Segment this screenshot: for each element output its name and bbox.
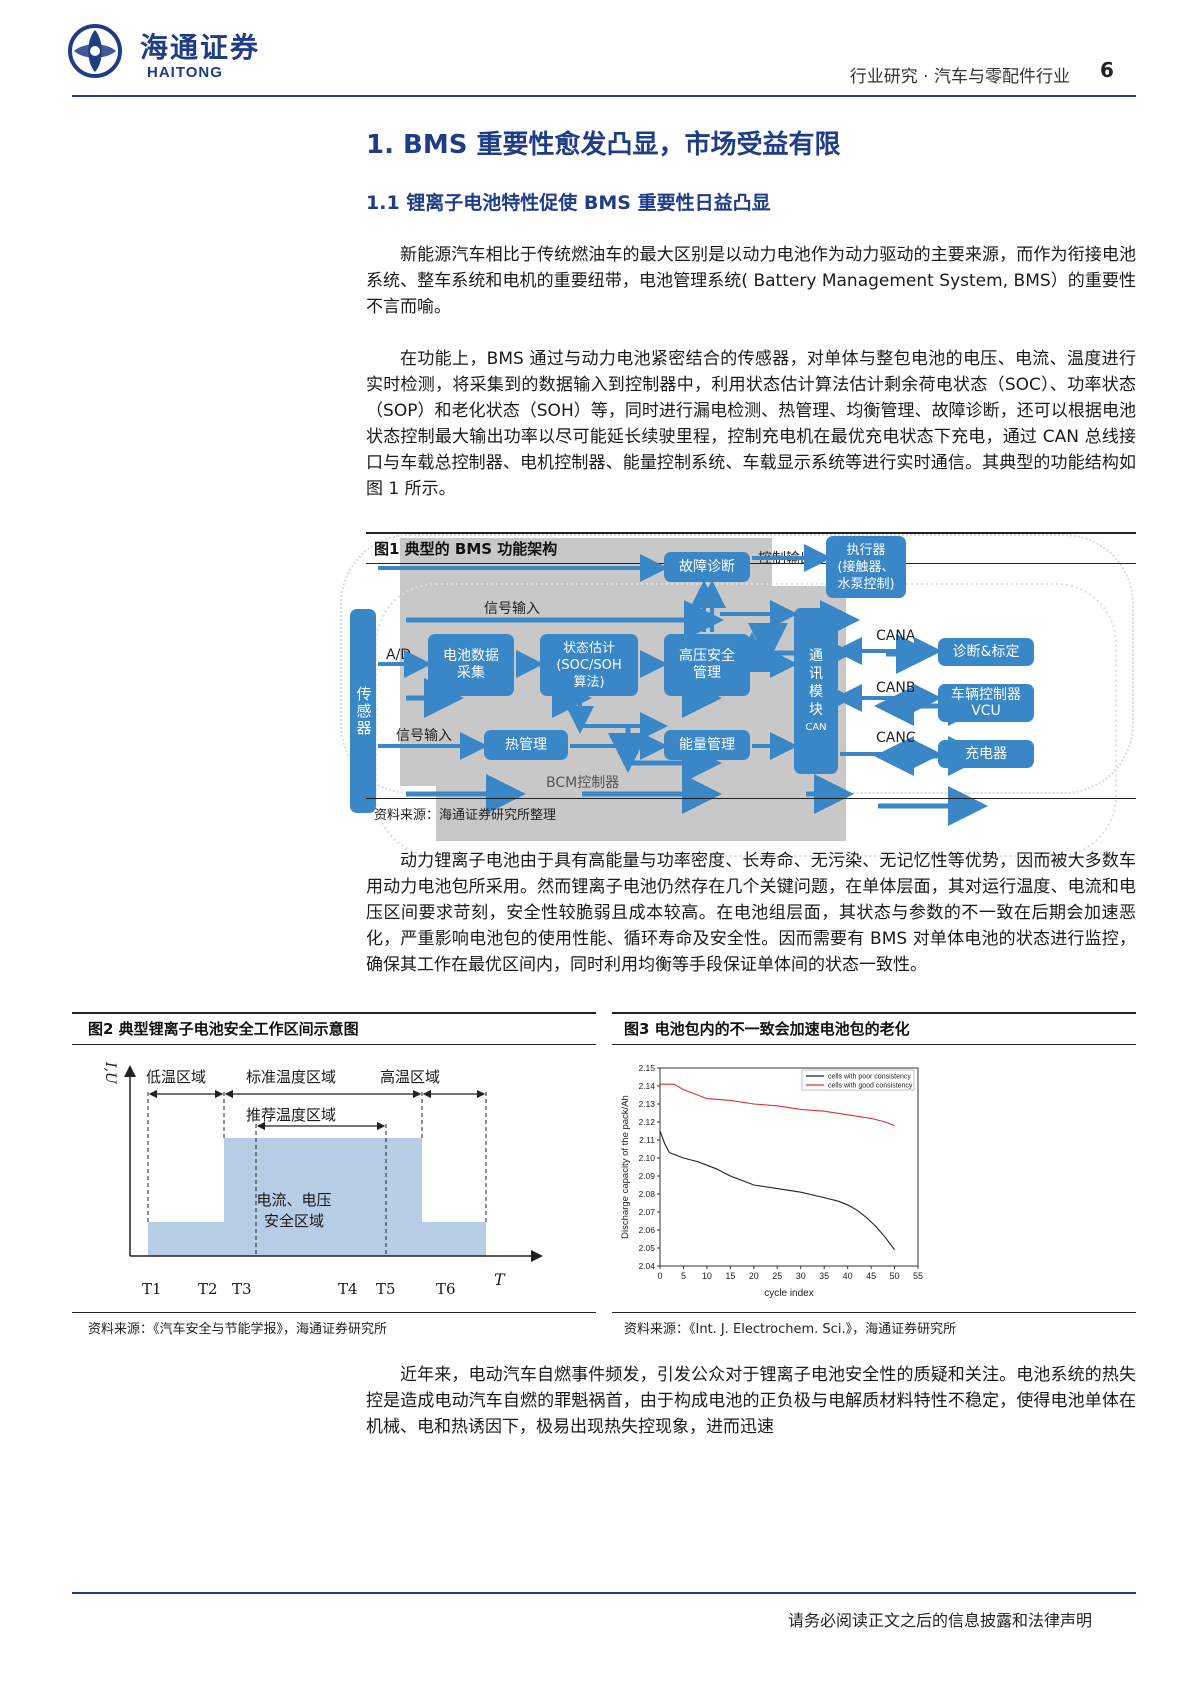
page-number: 6 bbox=[1100, 58, 1114, 82]
hv-safety-box: 高压安全 管理 bbox=[664, 634, 750, 696]
subsection-heading: 1.1 锂离子电池特性促使 BMS 重要性日益凸显 bbox=[366, 192, 771, 214]
safe-zone-label: 电流、电压 安全区域 bbox=[256, 1191, 332, 1230]
actuator-box: 执行器 (接触器、 水泵控制) bbox=[826, 536, 906, 598]
legend-box bbox=[801, 1069, 915, 1091]
x-tick-label: 0 bbox=[657, 1271, 662, 1281]
y-tick-label: 2.04 bbox=[638, 1261, 655, 1271]
y-tick-label: 2.06 bbox=[638, 1225, 655, 1235]
fig2-top-rule bbox=[72, 1012, 596, 1014]
fig1-top-rule bbox=[366, 532, 1136, 534]
recommended-temp-label: 推荐温度区域 bbox=[246, 1106, 337, 1124]
sensor-box: 传感器 bbox=[350, 609, 376, 813]
tick-t6: T6 bbox=[436, 1280, 456, 1298]
y-tick-label: 2.08 bbox=[638, 1189, 655, 1199]
comm-module-label: 通 讯 模 块 bbox=[809, 647, 823, 718]
paragraph-4: 近年来，电动汽车自燃事件频发，引发公众对于锂离子电池安全性的质疑和关注。电池系统… bbox=[366, 1365, 1136, 1437]
canb-label: CANB bbox=[876, 680, 916, 696]
vcu-box: 车辆控制器 VCU bbox=[938, 684, 1034, 722]
x-tick-label: 5 bbox=[681, 1271, 686, 1281]
y-tick-label: 2.05 bbox=[638, 1243, 655, 1253]
header-rule bbox=[72, 95, 1136, 97]
legend-label-1: cells with good consistency bbox=[828, 1083, 913, 1090]
y-axis-label: Discharge capacity of the pack/Ah bbox=[620, 1095, 631, 1239]
fig1-source: 资料来源：海通证券研究所整理 bbox=[374, 808, 557, 823]
tick-t3: T3 bbox=[232, 1280, 252, 1298]
x-tick-label: 40 bbox=[843, 1271, 853, 1281]
battery-data-collection-box: 电池数据 采集 bbox=[428, 634, 514, 696]
x-tick-label: 55 bbox=[913, 1271, 923, 1281]
paragraph-1: 新能源汽车相比于传统燃油车的最大区别是以动力电池作为动力驱动的主要来源，而作为衔… bbox=[366, 245, 1136, 317]
footer-rule bbox=[72, 1592, 1136, 1594]
y-tick-label: 2.09 bbox=[638, 1171, 655, 1181]
x-tick-label: 45 bbox=[866, 1271, 876, 1281]
y-tick-label: 2.13 bbox=[638, 1099, 655, 1109]
y-tick-label: 2.10 bbox=[638, 1153, 655, 1163]
state-estimation-box: 状态估计 (SOC/SOH 算法) bbox=[540, 634, 638, 696]
x-tick-label: 25 bbox=[772, 1271, 782, 1281]
high-temp-label: 高温区域 bbox=[380, 1068, 441, 1086]
fig2-source: 资料来源：《汽车安全与节能学报》，海通证券研究所 bbox=[88, 1322, 388, 1337]
fig2-caption: 图2 典型锂离子电池安全工作区间示意图 bbox=[88, 1020, 359, 1038]
tick-t2: T2 bbox=[198, 1280, 218, 1298]
bcm-label: BCM控制器 bbox=[546, 775, 620, 791]
fig3-bottom-rule bbox=[612, 1312, 1136, 1313]
cana-label: CANA bbox=[876, 628, 916, 644]
fig2-bottom-rule bbox=[72, 1312, 596, 1313]
fig3-top-rule bbox=[612, 1012, 1136, 1014]
fig1-caption: 图1 典型的 BMS 功能架构 bbox=[374, 540, 558, 558]
header-section: 行业研究 · 汽车与零配件行业 bbox=[849, 67, 1070, 87]
y-tick-label: 2.14 bbox=[638, 1081, 655, 1091]
fig2-x-label: T bbox=[494, 1270, 505, 1289]
fig2-caption-rule bbox=[72, 1044, 596, 1045]
fig3-source: 资料来源：《Int. J. Electrochem. Sci.》，海通证券研究所 bbox=[624, 1322, 957, 1337]
x-tick-label: 10 bbox=[702, 1271, 712, 1281]
bms-diagram-connectors bbox=[378, 544, 942, 768]
paragraph-3: 动力锂离子电池由于具有高能量与功率密度、长寿命、无污染、无记忆性等优势，因而被大… bbox=[366, 851, 1136, 975]
fig1-caption-rule bbox=[366, 563, 1136, 564]
canc-label: CANC bbox=[876, 730, 916, 746]
x-tick-label: 35 bbox=[819, 1271, 829, 1281]
y-tick-label: 2.11 bbox=[639, 1135, 655, 1145]
signal-input-bottom-label: 信号输入 bbox=[396, 728, 452, 744]
comm-module-box: 通 讯 模 块 CAN bbox=[794, 608, 838, 774]
fig3-caption: 图3 电池包内的不一致会加速电池包的老化 bbox=[624, 1020, 910, 1038]
footer-disclaimer: 请务必阅读正文之后的信息披露和法律声明 bbox=[787, 1611, 1092, 1630]
legend-label-0: cells with poor consistency bbox=[828, 1074, 911, 1081]
y-tick-label: 2.12 bbox=[638, 1117, 655, 1127]
comm-can-label: CAN bbox=[805, 721, 827, 733]
fig3-caption-rule bbox=[612, 1044, 1136, 1045]
x-tick-label: 20 bbox=[749, 1271, 759, 1281]
fig2-y-label: I,U bbox=[102, 1062, 118, 1084]
capacity-fade-chart: 0 5 10 15 20 25 30 35 40 45 50 55 2.04 2.05 2.06 2.07 2.… bbox=[620, 1063, 923, 1299]
y-tick-label: 2.15 bbox=[638, 1063, 655, 1073]
series-line-1 bbox=[660, 1083, 895, 1127]
haitong-logo-icon bbox=[68, 24, 122, 78]
logo-text-en: HAITONG bbox=[147, 64, 223, 81]
std-temp-label: 标准温度区域 bbox=[246, 1068, 337, 1086]
tick-t5: T5 bbox=[376, 1280, 396, 1298]
tick-t4: T4 bbox=[338, 1280, 358, 1298]
charger-box: 充电器 bbox=[938, 740, 1034, 768]
thermal-management-box: 热管理 bbox=[484, 730, 568, 760]
y-tick-label: 2.07 bbox=[638, 1207, 655, 1217]
x-tick-label: 50 bbox=[890, 1271, 900, 1281]
low-temp-label: 低温区域 bbox=[146, 1068, 207, 1086]
x-axis-label: cycle index bbox=[764, 1288, 813, 1299]
x-tick-label: 15 bbox=[725, 1271, 735, 1281]
paragraph-2: 在功能上，BMS 通过与动力电池紧密结合的传感器，对单体与整包电池的电压、电流、… bbox=[366, 349, 1136, 499]
logo-text-cn: 海通证券 bbox=[140, 31, 261, 64]
section-heading: 1. BMS 重要性愈发凸显，市场受益有限 bbox=[366, 130, 841, 160]
x-tick-label: 30 bbox=[796, 1271, 806, 1281]
signal-input-top-label: 信号输入 bbox=[484, 601, 540, 617]
energy-management-box: 能量管理 bbox=[664, 730, 750, 760]
fig1-bottom-rule bbox=[366, 798, 1136, 799]
tick-t1: T1 bbox=[142, 1280, 162, 1298]
safe-operating-zone-chart bbox=[124, 1065, 543, 1262]
series-line-0 bbox=[659, 1130, 895, 1251]
plot-frame bbox=[659, 1067, 919, 1267]
diagnosis-calibration-box: 诊断&标定 bbox=[938, 638, 1034, 666]
safe-zone-area bbox=[148, 1138, 486, 1256]
fault-diagnosis-box: 故障诊断 bbox=[664, 552, 750, 582]
